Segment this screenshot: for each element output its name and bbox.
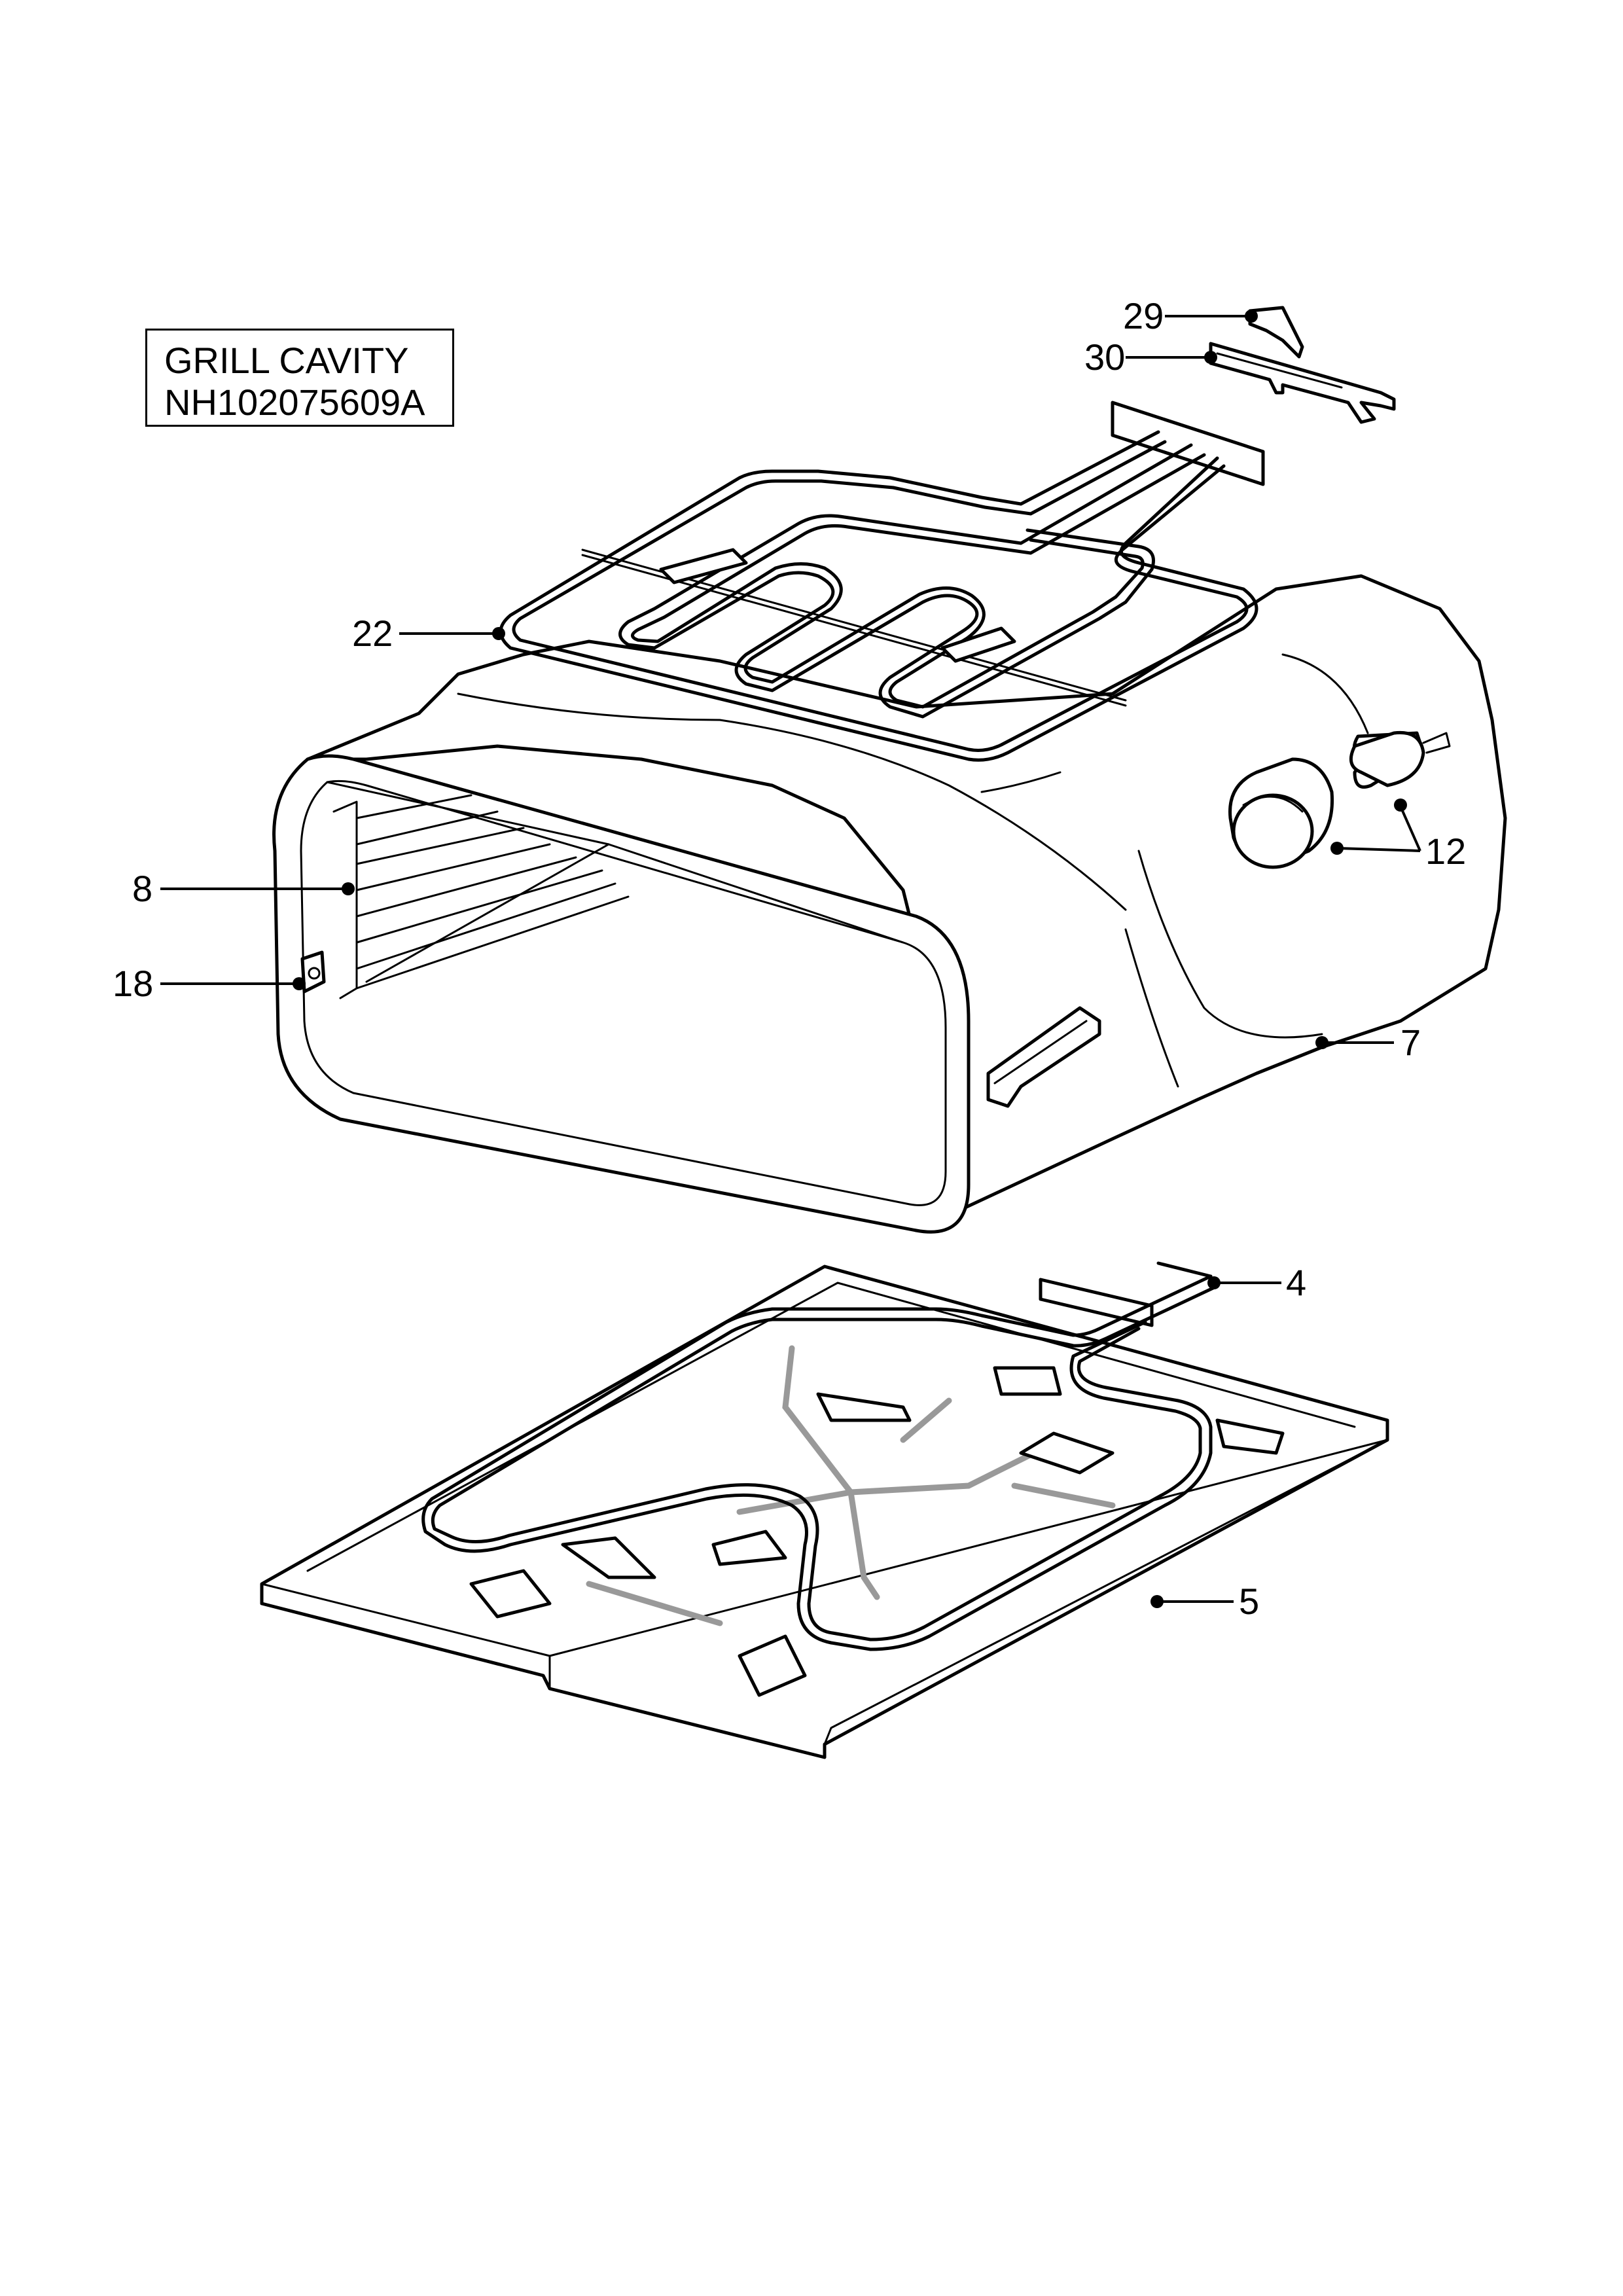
callout-5: 5 <box>1239 1581 1260 1622</box>
lamp-assembly-part-12 <box>1228 730 1451 869</box>
grill-element-part-22 <box>499 401 1265 762</box>
callout-22: 22 <box>352 613 393 654</box>
title-line-2: NH102075609A <box>164 382 425 423</box>
bracket-clip-part-29 <box>1248 306 1304 359</box>
callout-7: 7 <box>1400 1022 1421 1063</box>
callout-8: 8 <box>132 868 153 909</box>
callout-18: 18 <box>113 963 154 1004</box>
callout-29: 29 <box>1123 295 1164 336</box>
base-element-part-4 <box>421 1261 1219 1651</box>
cavity-insulation-part-7 <box>272 574 1507 1234</box>
leader-lines <box>160 310 1421 1608</box>
callout-4: 4 <box>1286 1262 1307 1303</box>
title-box: GRILL CAVITY NH102075609A <box>145 329 454 427</box>
shelf-support-part-8 <box>332 794 630 999</box>
callout-30: 30 <box>1084 336 1126 378</box>
title-line-1: GRILL CAVITY <box>164 340 409 381</box>
callout-12: 12 <box>1425 831 1467 872</box>
mounting-bracket-part-30 <box>1209 342 1396 424</box>
cavity-base-plate-part-5 <box>260 1265 1389 1759</box>
